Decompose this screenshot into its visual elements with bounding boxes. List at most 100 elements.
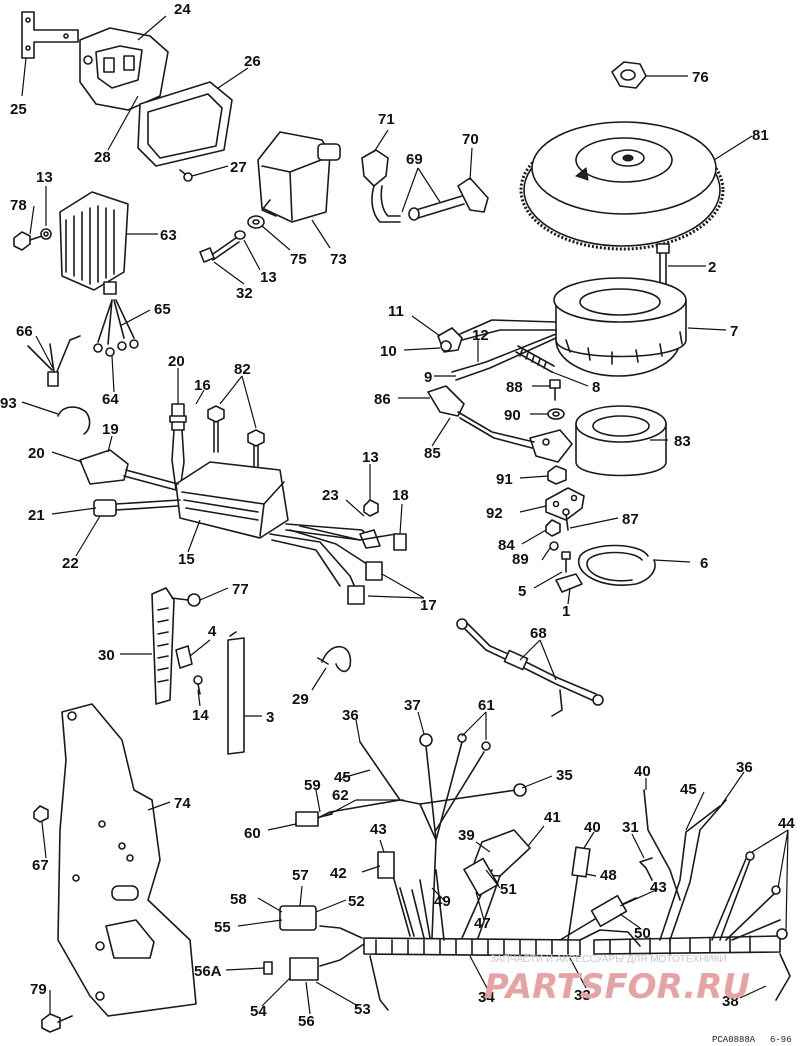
callout-14: 14 <box>192 707 209 724</box>
part-91-nut <box>547 465 567 485</box>
part-3-strip <box>227 631 245 755</box>
part-24-bracket <box>79 27 169 111</box>
watermark-tagline: ЗАПЧАСТИ И АКСЕССУАРЫ ДЛЯ МОТОТЕХНИКИ <box>490 954 727 965</box>
callout-labels: 24 25 26 28 27 13 78 63 71 70 69 73 75 1… <box>0 1 795 1030</box>
callout-3: 3 <box>266 709 274 726</box>
callout-41: 41 <box>544 809 561 826</box>
callout-32: 32 <box>236 285 253 302</box>
part-88-screw <box>549 379 561 401</box>
part-11-connector <box>437 319 557 353</box>
callout-92: 92 <box>486 505 503 522</box>
part-77-screw <box>171 593 201 607</box>
callout-45-b: 45 <box>680 781 697 798</box>
callout-34: 34 <box>478 989 495 1006</box>
part-75-washer <box>247 215 265 229</box>
part-10-terminal <box>440 340 452 352</box>
callout-70: 70 <box>462 131 479 148</box>
callout-91: 91 <box>496 471 513 488</box>
callout-39: 39 <box>458 827 475 844</box>
part-90-washer <box>547 408 565 420</box>
part-66-terminal <box>27 335 81 387</box>
part-27-screw <box>179 169 193 182</box>
part-13-washer-b <box>234 230 246 240</box>
callout-68: 68 <box>530 625 547 642</box>
callout-13-c: 13 <box>362 449 379 466</box>
part-32-bolt <box>199 237 240 263</box>
part-12-wire <box>451 333 557 381</box>
callout-24: 24 <box>174 1 191 18</box>
callout-85: 85 <box>424 445 441 462</box>
watermark-logo: PARTSFOR.RU <box>484 967 750 1007</box>
callout-29: 29 <box>292 691 309 708</box>
part-65-terminal-set <box>93 299 139 357</box>
callout-36-b: 36 <box>736 759 753 776</box>
part-7-stator <box>553 277 687 377</box>
part-4-clip <box>175 645 193 669</box>
callout-43-a: 43 <box>370 821 387 838</box>
callout-65: 65 <box>154 301 171 318</box>
callout-12: 12 <box>472 327 489 344</box>
callout-48: 48 <box>600 867 617 884</box>
part-19-connector <box>79 449 179 491</box>
callout-50: 50 <box>634 925 651 942</box>
callout-53: 53 <box>354 1001 371 1018</box>
callout-57: 57 <box>292 867 309 884</box>
callout-49: 49 <box>434 893 451 910</box>
part-1-clip <box>555 573 583 593</box>
callout-86: 86 <box>374 391 391 408</box>
footer: PCA0888A 6-96 <box>712 1035 792 1045</box>
callout-88: 88 <box>506 379 523 396</box>
callout-13-b: 13 <box>260 269 277 286</box>
part-67-nut <box>33 805 49 823</box>
callout-59: 59 <box>304 777 321 794</box>
callout-31: 31 <box>622 819 639 836</box>
part-76-nut <box>611 61 647 89</box>
callout-5: 5 <box>518 583 526 600</box>
part-87-screw <box>562 508 570 531</box>
callout-20-a: 20 <box>168 353 185 370</box>
callout-73: 73 <box>330 251 347 268</box>
callout-62: 62 <box>332 787 349 804</box>
callout-87: 87 <box>622 511 639 528</box>
callout-20-b: 20 <box>28 445 45 462</box>
callout-83: 83 <box>674 433 691 450</box>
part-15-module <box>175 461 289 539</box>
callout-45-a: 45 <box>334 769 351 786</box>
callout-42: 42 <box>330 865 347 882</box>
part-8-sleeve <box>515 345 555 373</box>
part-26-plate <box>137 81 233 167</box>
callout-11: 11 <box>388 303 404 320</box>
callout-33: 33 <box>574 987 591 1004</box>
callout-63: 63 <box>160 227 177 244</box>
callout-35: 35 <box>556 767 573 784</box>
callout-9: 9 <box>424 369 432 386</box>
part-93-clip <box>57 406 91 435</box>
part-34-harness <box>363 935 781 957</box>
callout-30: 30 <box>98 647 115 664</box>
harness-branches <box>263 733 791 1011</box>
callout-67: 67 <box>32 857 49 874</box>
part-92-plate <box>545 487 585 521</box>
part-85-connector <box>427 385 535 449</box>
callout-74: 74 <box>174 795 191 812</box>
callout-16: 16 <box>194 377 211 394</box>
part-13-nut-c <box>363 499 379 517</box>
part-15-wires <box>269 523 407 605</box>
callout-64: 64 <box>102 391 119 408</box>
callout-76: 76 <box>692 69 709 86</box>
figure-code: PCA0888A <box>712 1035 756 1045</box>
callout-79: 79 <box>30 981 47 998</box>
part-70-plug-cap <box>408 177 489 221</box>
leader-lines <box>21 15 789 1015</box>
part-29-clamp <box>317 645 352 673</box>
watermark: ЗАПЧАСТИ И АКСЕССУАРЫ ДЛЯ МОТОТЕХНИКИ PA… <box>484 954 750 1007</box>
callout-10: 10 <box>380 343 397 360</box>
callout-56A: 56A <box>194 963 222 980</box>
part-63-rectifier <box>59 191 129 295</box>
callout-93: 93 <box>0 395 17 412</box>
callout-8: 8 <box>592 379 600 396</box>
callout-56: 56 <box>298 1013 315 1030</box>
callout-18: 18 <box>392 487 409 504</box>
callout-69: 69 <box>406 151 423 168</box>
part-84-nut <box>545 519 561 537</box>
